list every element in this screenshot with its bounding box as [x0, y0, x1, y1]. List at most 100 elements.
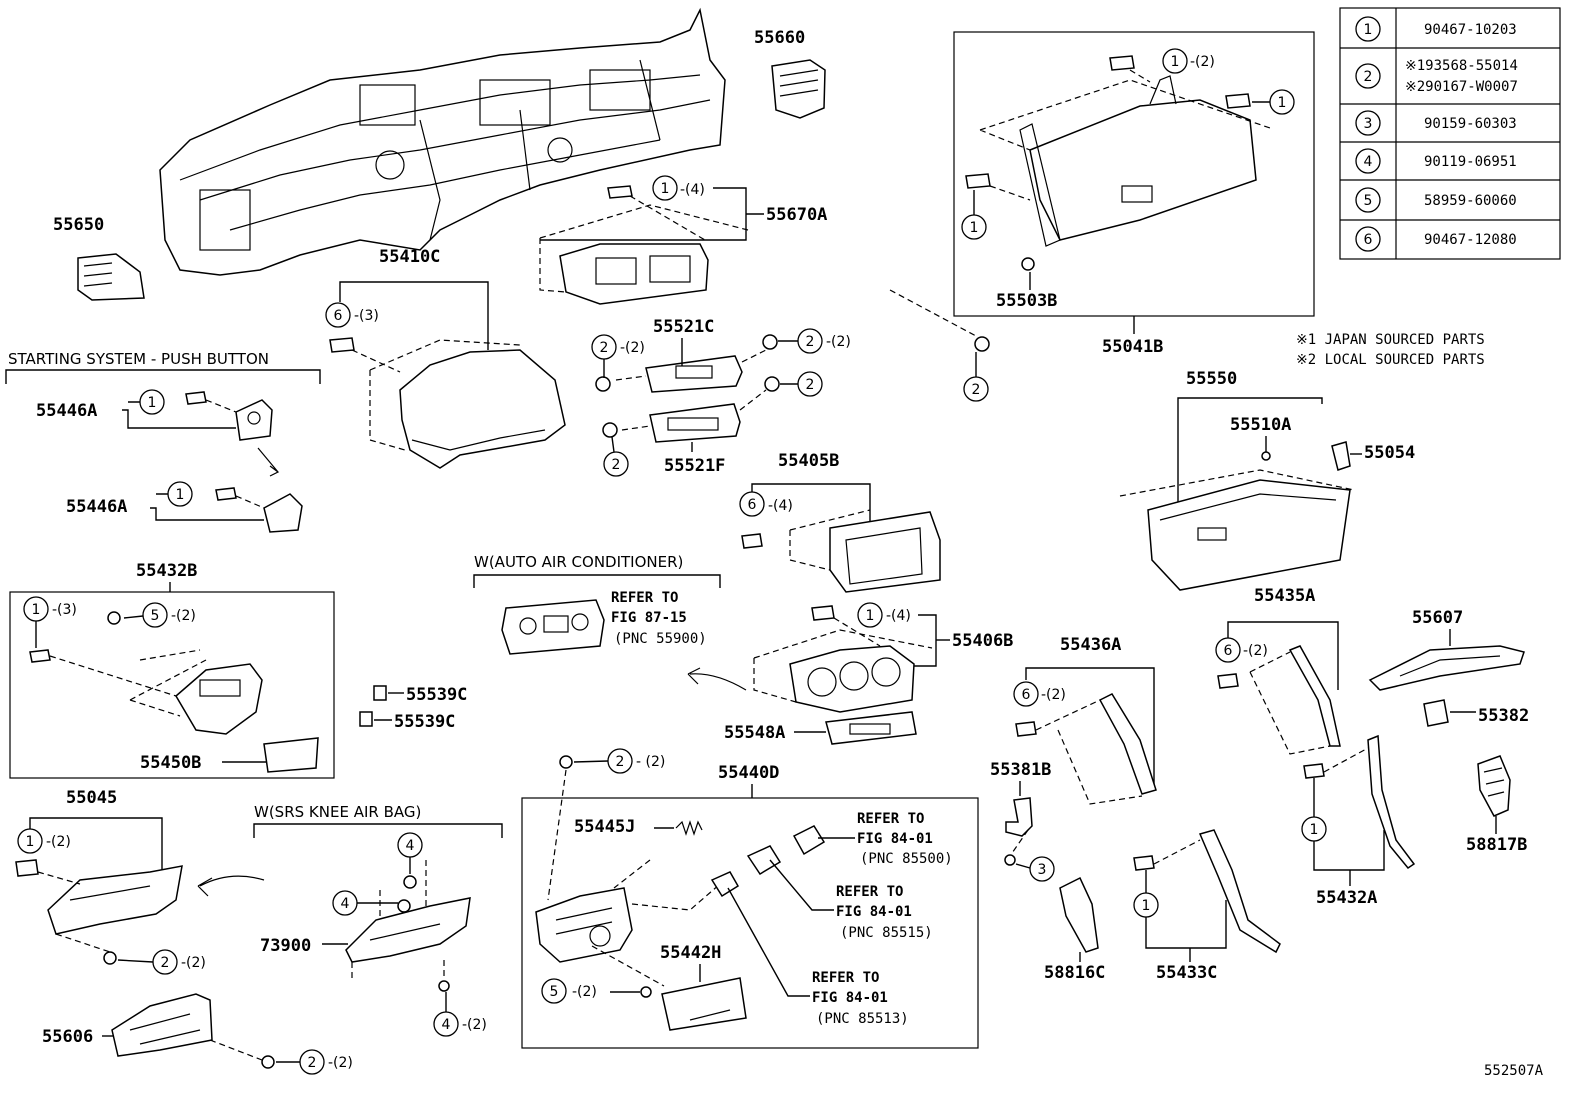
- part-55539C-lower[interactable]: 55539C: [394, 712, 455, 732]
- callout-qty: -(2): [46, 834, 71, 850]
- ref-ac-line2: FIG 87-15: [611, 610, 687, 626]
- part-55432A[interactable]: 55432A: [1316, 888, 1377, 908]
- part-55442H[interactable]: 55442H: [660, 943, 721, 963]
- part-55650[interactable]: 55650: [53, 215, 104, 235]
- callout-num: 2: [161, 955, 170, 971]
- center-bezel-55405B-drawing: [741, 509, 941, 593]
- callout-num: 6: [1224, 643, 1233, 659]
- section-auto-ac-title: W(AUTO AIR CONDITIONER): [474, 553, 683, 571]
- callout-qty: -(3): [52, 602, 77, 618]
- part-55446A-upper[interactable]: 55446A: [36, 401, 97, 421]
- legend-num: 2: [1364, 69, 1373, 85]
- legend-part: 58959-60060: [1424, 193, 1517, 209]
- part-55381B[interactable]: 55381B: [990, 760, 1051, 780]
- legend-row-3: 3 90159-60303: [1355, 110, 1517, 136]
- part-73900[interactable]: 73900: [260, 936, 311, 956]
- part-55435A[interactable]: 55435A: [1254, 586, 1315, 606]
- ac-control-panel-drawing: [501, 599, 605, 655]
- callout-num: 4: [442, 1017, 451, 1033]
- part-55548A[interactable]: 55548A: [724, 723, 785, 743]
- glove-compartment-55550-drawing: [1119, 469, 1355, 591]
- legend-num: 5: [1364, 193, 1373, 209]
- callout-qty: -(2): [572, 984, 597, 1000]
- diagram-reference-id: 552507A: [1484, 1063, 1544, 1079]
- part-55450B[interactable]: 55450B: [140, 753, 201, 773]
- part-55382[interactable]: 55382: [1478, 706, 1529, 726]
- callout-num: 4: [406, 838, 415, 854]
- part-55510A[interactable]: 55510A: [1230, 415, 1291, 435]
- part-55521C[interactable]: 55521C: [653, 317, 714, 337]
- legend-num: 3: [1364, 116, 1373, 132]
- legend-num: 1: [1364, 22, 1373, 38]
- callout-num: 1: [1310, 822, 1319, 838]
- part-55440D[interactable]: 55440D: [718, 763, 779, 783]
- callout-qty: -(4): [680, 182, 705, 198]
- trim-55433C-drawing: [1133, 829, 1281, 954]
- part-55670A[interactable]: 55670A: [766, 205, 827, 225]
- callout-num: 2: [806, 377, 815, 393]
- callout-num: 1: [176, 487, 185, 503]
- legend-part: 90159-60303: [1424, 116, 1517, 132]
- ref-85500-line3: (PNC 85500): [860, 851, 953, 867]
- part-58816C[interactable]: 58816C: [1044, 963, 1105, 983]
- part-55045[interactable]: 55045: [66, 788, 117, 808]
- center-vent-55670A-drawing: [539, 185, 749, 305]
- part-55041B[interactable]: 55041B: [1102, 337, 1163, 357]
- ref-85513-line3: (PNC 85513): [816, 1011, 909, 1027]
- part-55606[interactable]: 55606: [42, 1027, 93, 1047]
- ref-85500-line2: FIG 84-01: [857, 831, 933, 847]
- push-button-switch-alt-drawing: [215, 487, 303, 533]
- switch-55521C-drawing: [595, 334, 778, 393]
- knee-airbag-73900-drawing: [345, 860, 471, 992]
- part-55410C[interactable]: 55410C: [379, 247, 440, 267]
- ref-ac-line1: REFER TO: [611, 590, 678, 606]
- part-55432B[interactable]: 55432B: [136, 561, 197, 581]
- callout-qty: -(2): [1243, 643, 1268, 659]
- callout-qty: - (2): [636, 754, 665, 770]
- legend-num: 4: [1364, 154, 1373, 170]
- callout-num: 2: [600, 340, 609, 356]
- part-55660[interactable]: 55660: [754, 28, 805, 48]
- part-55433C[interactable]: 55433C: [1156, 963, 1217, 983]
- callout-num: 2: [616, 754, 625, 770]
- legend-row-1: 1 90467-10203: [1355, 16, 1517, 42]
- callout-num: 1: [26, 834, 35, 850]
- part-58817B[interactable]: 58817B: [1466, 835, 1527, 855]
- callout-num: 1: [970, 220, 979, 236]
- part-55445J[interactable]: 55445J: [574, 817, 635, 837]
- part-55436A[interactable]: 55436A: [1060, 635, 1121, 655]
- part-55054[interactable]: 55054: [1364, 443, 1415, 463]
- ref-85513-line1: REFER TO: [812, 970, 879, 986]
- callout-num: 1: [148, 395, 157, 411]
- callout-num: 6: [334, 308, 343, 324]
- lower-cover-55045-drawing: [15, 859, 183, 965]
- instrument-panel-reinforcement-drawing: [159, 7, 726, 276]
- part-55406B[interactable]: 55406B: [952, 631, 1013, 651]
- callout-num: 2: [308, 1055, 317, 1071]
- part-55550[interactable]: 55550: [1186, 369, 1237, 389]
- bracket-55381B-drawing: [1004, 797, 1033, 866]
- section-push-button-title: STARTING SYSTEM - PUSH BUTTON: [8, 350, 269, 368]
- part-55521F[interactable]: 55521F: [664, 456, 725, 476]
- part-55607[interactable]: 55607: [1412, 608, 1463, 628]
- part-55539C-upper[interactable]: 55539C: [406, 685, 467, 705]
- part-55405B[interactable]: 55405B: [778, 451, 839, 471]
- part-55503B[interactable]: 55503B: [996, 291, 1057, 311]
- glove-door-55041B-drawing: [965, 55, 1271, 271]
- ref-85515-line3: (PNC 85515): [840, 925, 933, 941]
- ref-85513-line2: FIG 84-01: [812, 990, 888, 1006]
- callout-num: 2: [972, 382, 981, 398]
- legend-row-5: 5 58959-60060: [1355, 187, 1517, 213]
- bracket-55382-drawing: [1423, 699, 1449, 727]
- legend-table: 1 90467-10203 2 ※193568-55014 ※290167-W0…: [1339, 7, 1561, 260]
- ac-bezel-55406B-drawing: [753, 605, 933, 713]
- note-local-sourced: ※2 LOCAL SOURCED PARTS: [1296, 352, 1485, 368]
- callout-num: 1: [32, 602, 41, 618]
- cover-58817B-drawing: [1477, 755, 1511, 817]
- legend-part: ※290167-W0007: [1405, 79, 1518, 95]
- push-button-switch-drawing: [185, 391, 280, 477]
- callout-qty: -(4): [768, 498, 793, 514]
- callout-qty: -(2): [328, 1055, 353, 1071]
- callout-qty: -(4): [886, 608, 911, 624]
- part-55446A-lower[interactable]: 55446A: [66, 497, 127, 517]
